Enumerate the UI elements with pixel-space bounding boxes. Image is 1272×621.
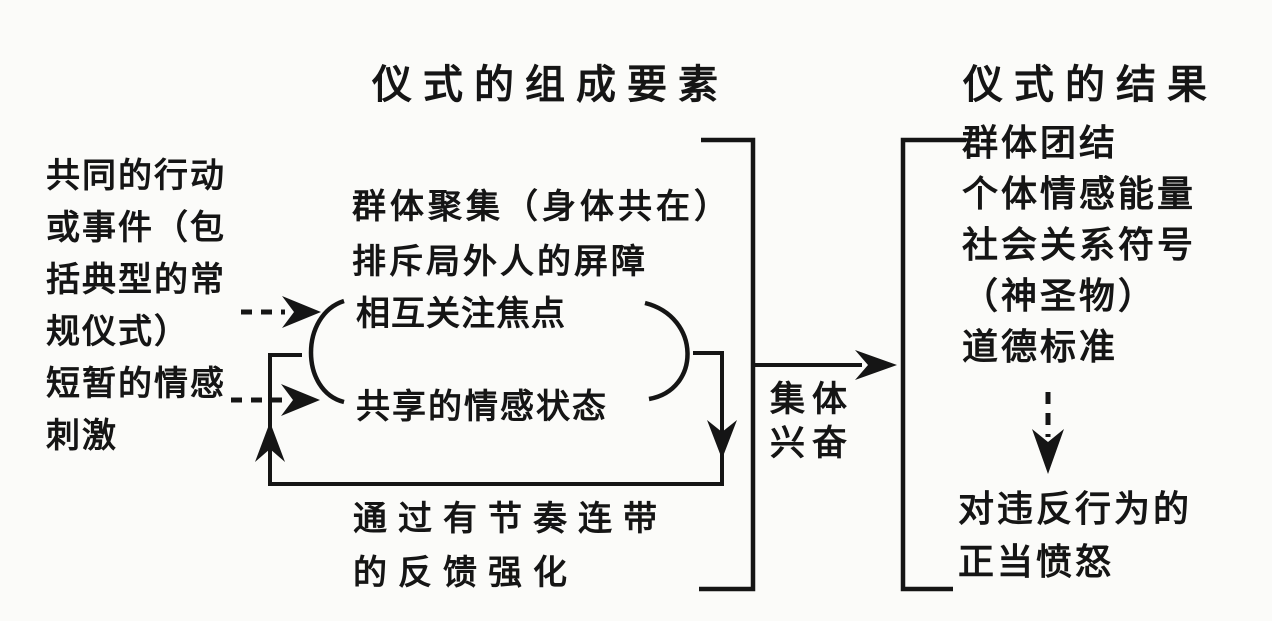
outcomes-line: 群体团结	[962, 123, 1119, 164]
antecedents-line: 短暂的情感	[46, 364, 226, 404]
collective-effervescence-label: 集体 兴奋	[770, 378, 854, 466]
feedback-down-arrowhead-icon	[707, 420, 737, 459]
arrowhead-icon	[282, 296, 321, 328]
antecedents-line: 共同的行动	[46, 156, 226, 196]
outcomes-line: 道德标准	[962, 327, 1119, 368]
dashed-arrow-to-anger	[1032, 392, 1064, 474]
outcomes-line: （神圣物）	[962, 276, 1158, 317]
dashed-arrow-to-mood	[231, 384, 320, 416]
collective-effervescence-line: 集体	[770, 380, 855, 420]
oval-left-arc	[308, 298, 345, 405]
oval-right-arc	[644, 300, 690, 402]
arrowhead-icon	[281, 384, 320, 416]
antecedents-line: 或事件（包	[46, 208, 226, 248]
antecedents-line: 括典型的常	[46, 260, 226, 300]
antecedents-line: 刺激	[46, 416, 118, 456]
feedback-loop-path	[268, 351, 724, 486]
outsider-barrier-text: 排斥局外人的屏障	[352, 242, 648, 282]
antecedents-line: 规仪式）	[46, 312, 190, 352]
outcomes-line: 个体情感能量	[962, 174, 1197, 215]
ingredients-bracket	[699, 137, 756, 592]
dashed-arrow-to-focus	[241, 296, 321, 328]
rhythmic-feedback-line: 的反馈强化	[353, 553, 578, 593]
shared-mood-text: 共享的情感状态	[356, 387, 608, 427]
rhythmic-feedback-text-block: 通过有节奏连带 的反馈强化	[353, 492, 668, 600]
outcomes-text-block: 群体团结 个体情感能量 社会关系符号 （神圣物） 道德标准	[962, 118, 1196, 373]
rhythmic-feedback-line: 通过有节奏连带	[353, 499, 668, 539]
antecedents-text-block: 共同的行动 或事件（包 括典型的常 规仪式） 短暂的情感 刺激	[46, 150, 226, 462]
righteous-anger-text-block: 对违反行为的 正当愤怒	[958, 483, 1192, 589]
outcomes-bracket	[900, 137, 966, 592]
arrowhead-icon	[855, 350, 897, 380]
title-ritual-outcomes: 仪式的结果	[963, 62, 1218, 108]
righteous-anger-line: 正当愤怒	[958, 542, 1115, 583]
feedback-up-arrowhead-icon	[255, 422, 285, 462]
collective-effervescence-line: 兴奋	[770, 424, 855, 464]
collective-effervescence-arrow	[754, 350, 897, 380]
righteous-anger-line: 对违反行为的	[958, 489, 1193, 530]
group-assembly-text: 群体聚集（身体共在）	[352, 187, 732, 227]
title-ritual-ingredients: 仪式的组成要素	[372, 62, 729, 108]
arrowhead-icon	[1032, 429, 1064, 474]
outcomes-line: 社会关系符号	[962, 225, 1197, 266]
mutual-focus-text: 相互关注焦点	[356, 294, 566, 334]
